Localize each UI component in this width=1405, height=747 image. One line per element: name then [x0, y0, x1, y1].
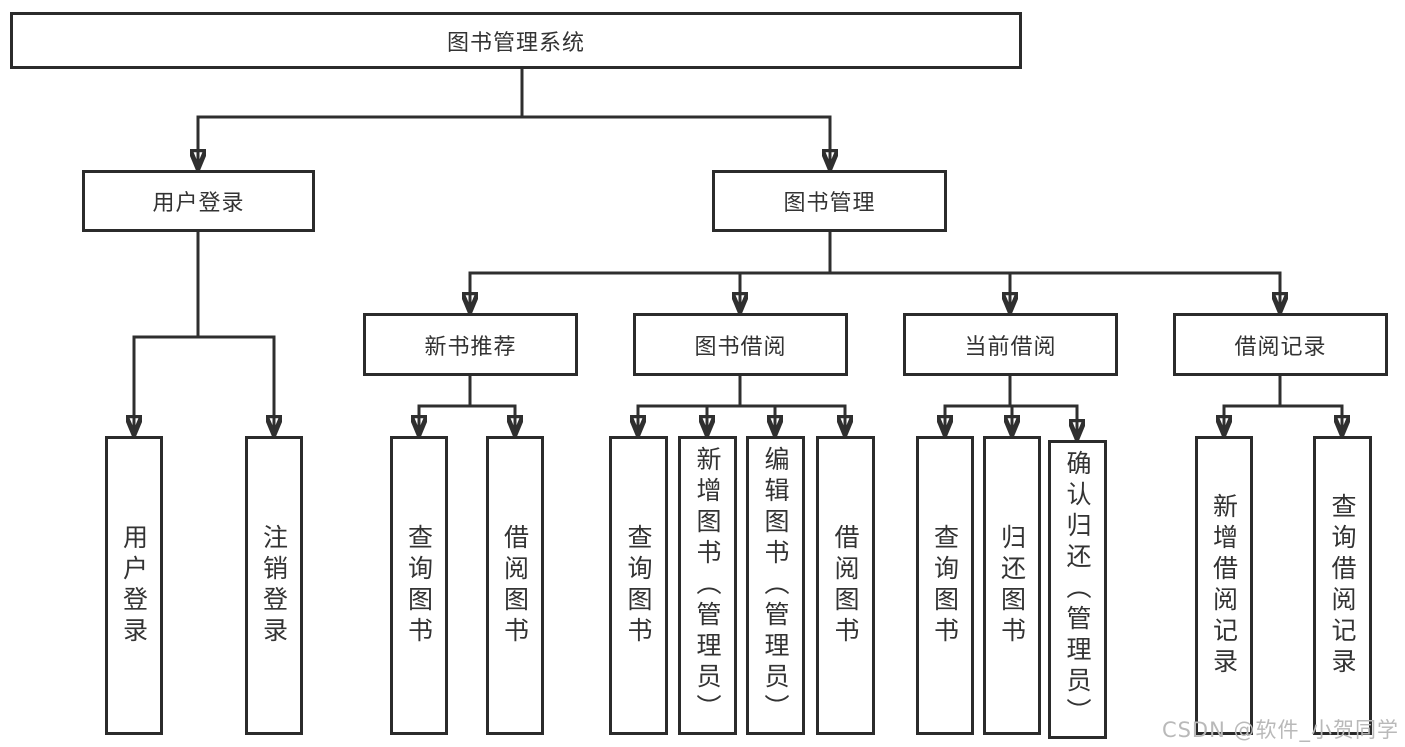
- node-leaf-nb-borrow-books-label: 借阅图书: [500, 523, 530, 648]
- node-root: 图书管理系统: [10, 12, 1022, 69]
- node-leaf-br-query-record: 查询借阅记录: [1313, 436, 1372, 735]
- node-borrow-records-label: 借阅记录: [1234, 334, 1327, 360]
- node-leaf-bb-edit-books-label: 编辑图书（管理员）: [761, 446, 790, 725]
- node-leaf-cb-return-books-label: 归还图书: [997, 523, 1027, 648]
- node-leaf-user-login-label: 用户登录: [119, 523, 149, 648]
- node-leaf-bb-query-books: 查询图书: [609, 436, 668, 735]
- node-leaf-cb-confirm-return: 确认归还（管理员）: [1048, 440, 1107, 739]
- node-book-mgmt-label: 图书管理: [783, 191, 876, 216]
- node-leaf-br-add-record: 新增借阅记录: [1195, 436, 1253, 735]
- node-borrow-records: 借阅记录: [1173, 313, 1388, 376]
- node-user-login-label: 用户登录: [152, 191, 245, 216]
- node-leaf-bb-add-books-label: 新增图书（管理员）: [693, 446, 722, 725]
- node-book-borrow-label: 图书借阅: [694, 334, 787, 360]
- node-leaf-logout: 注销登录: [245, 436, 303, 735]
- node-root-label: 图书管理系统: [446, 30, 585, 56]
- node-leaf-bb-query-books-label: 查询图书: [624, 523, 653, 648]
- node-leaf-bb-borrow-books-label: 借阅图书: [831, 523, 860, 648]
- node-leaf-br-add-record-label: 新增借阅记录: [1209, 492, 1239, 679]
- node-book-mgmt: 图书管理: [712, 170, 947, 232]
- node-new-books-label: 新书推荐: [424, 334, 517, 360]
- node-current-borrow-label: 当前借阅: [964, 334, 1057, 360]
- node-leaf-cb-query-books-label: 查询图书: [930, 523, 960, 648]
- node-leaf-nb-query-books-label: 查询图书: [404, 523, 434, 648]
- node-leaf-nb-borrow-books: 借阅图书: [486, 436, 544, 735]
- node-user-login: 用户登录: [82, 170, 315, 232]
- node-current-borrow: 当前借阅: [903, 313, 1118, 376]
- node-leaf-br-query-record-label: 查询借阅记录: [1328, 492, 1357, 679]
- node-leaf-user-login: 用户登录: [105, 436, 163, 735]
- node-leaf-bb-add-books: 新增图书（管理员）: [678, 436, 737, 735]
- node-new-books: 新书推荐: [363, 313, 578, 376]
- node-leaf-cb-confirm-return-label: 确认归还（管理员）: [1063, 450, 1092, 729]
- watermark: CSDN @软件_小贺同学: [1161, 718, 1399, 742]
- node-leaf-bb-edit-books: 编辑图书（管理员）: [746, 436, 805, 735]
- node-leaf-logout-label: 注销登录: [259, 523, 289, 648]
- node-leaf-cb-return-books: 归还图书: [983, 436, 1041, 735]
- node-book-borrow: 图书借阅: [633, 313, 848, 376]
- node-leaf-nb-query-books: 查询图书: [390, 436, 448, 735]
- node-leaf-bb-borrow-books: 借阅图书: [816, 436, 875, 735]
- node-leaf-cb-query-books: 查询图书: [916, 436, 974, 735]
